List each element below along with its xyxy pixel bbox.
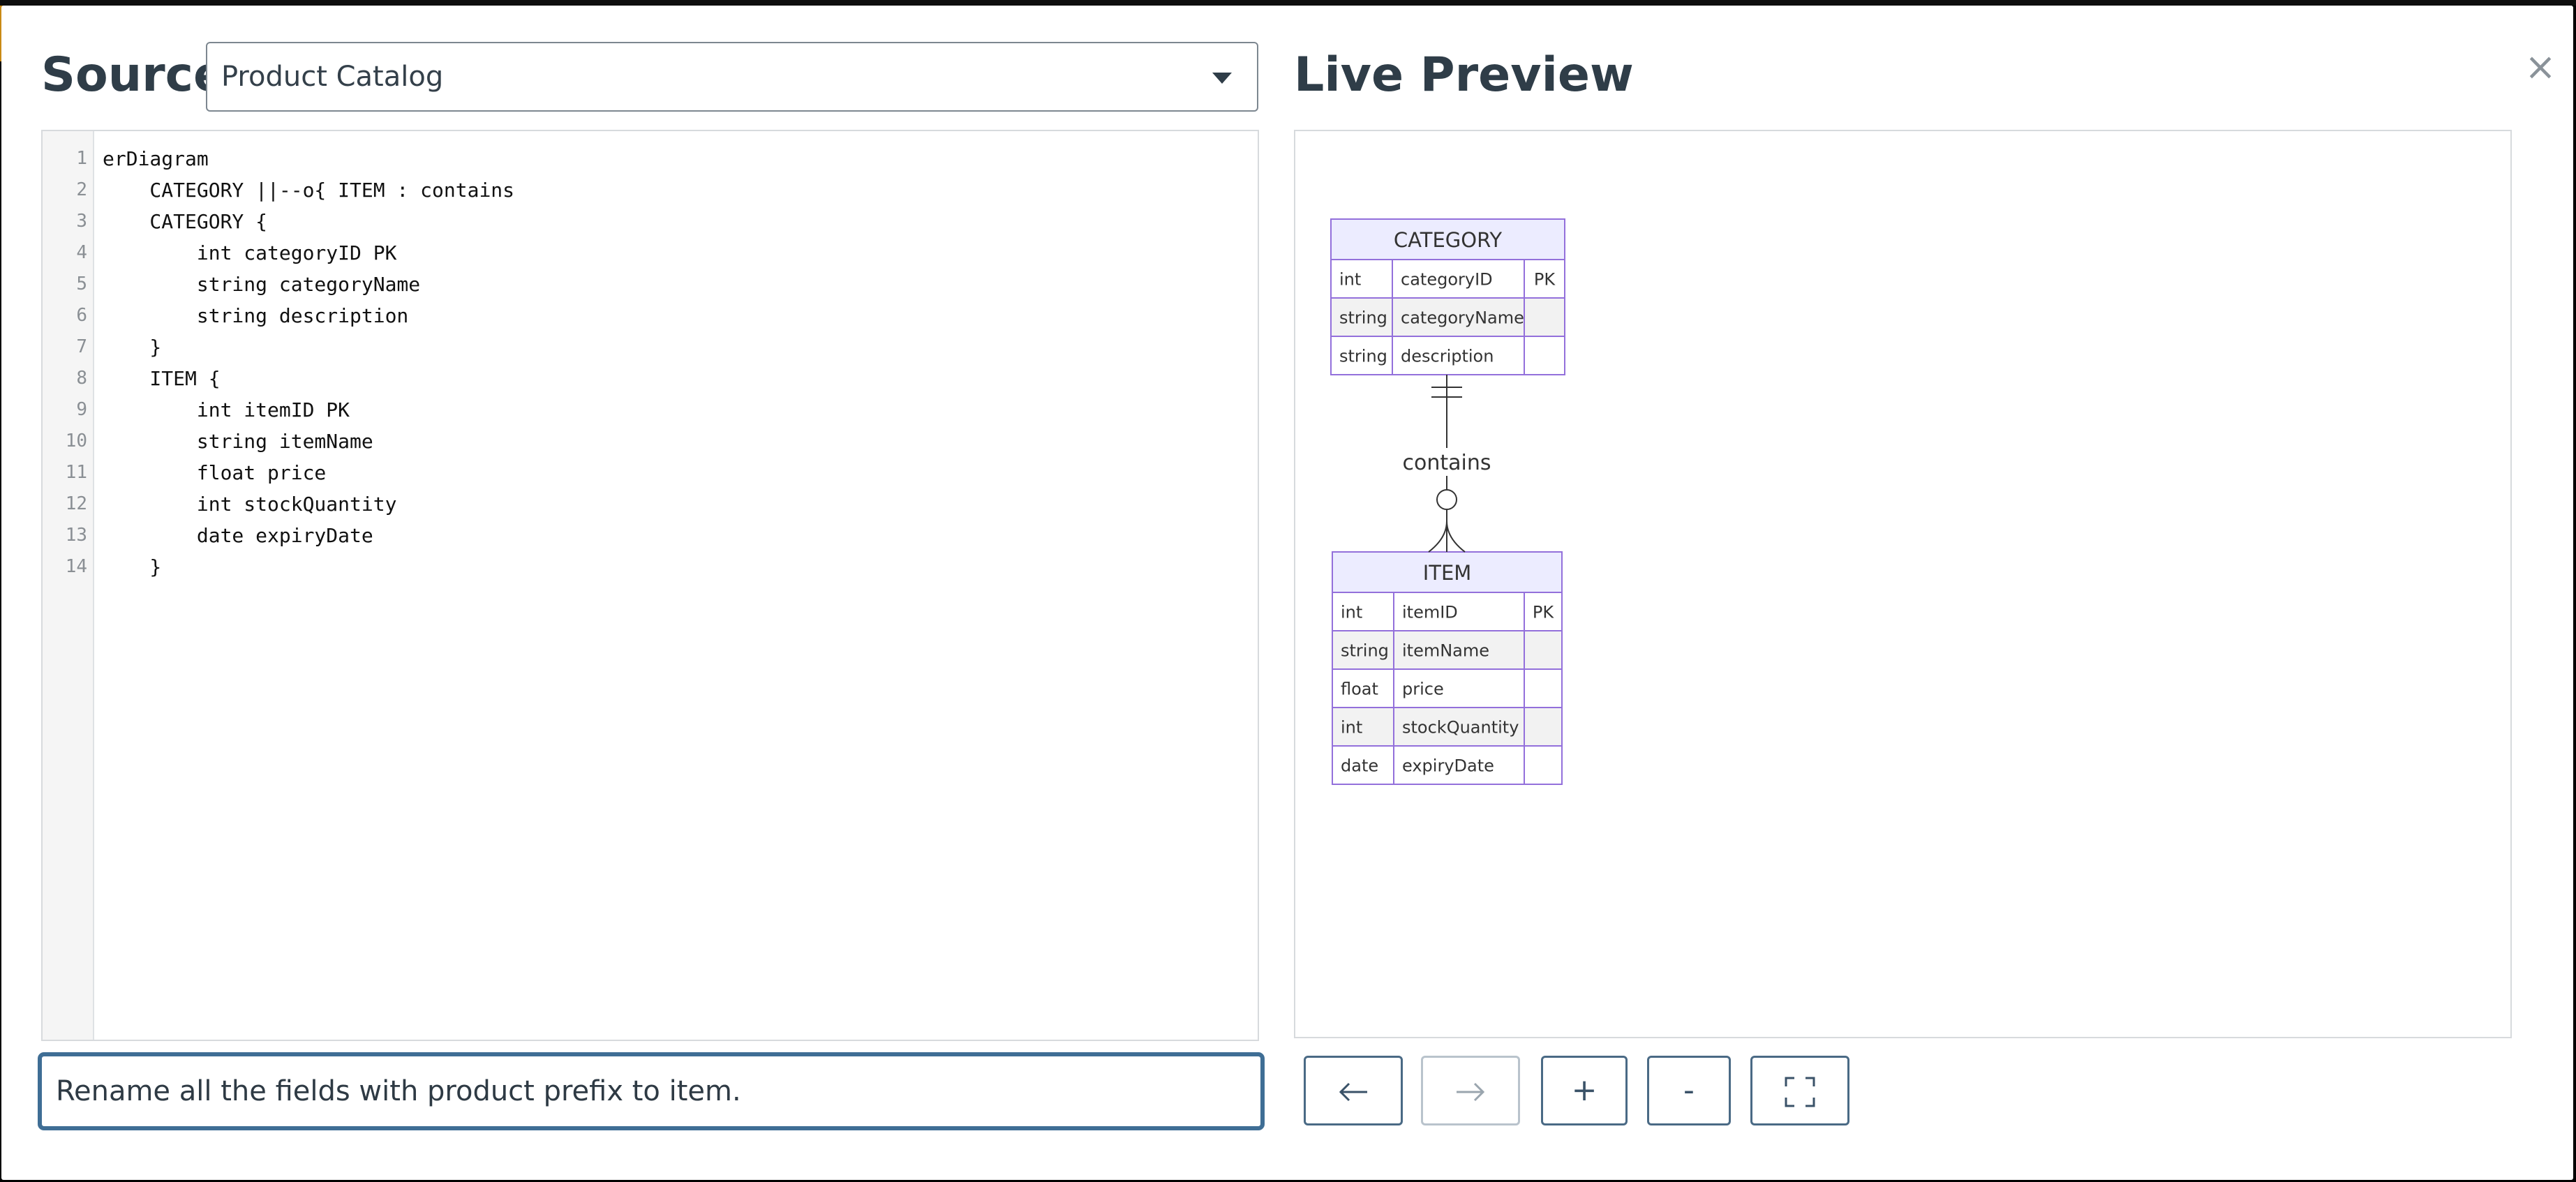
code-line[interactable]: string description <box>103 304 409 327</box>
attribute-name: description <box>1401 347 1494 366</box>
fullscreen-icon <box>1785 1077 1815 1107</box>
attribute-name: categoryID <box>1401 270 1493 290</box>
source-title: Source <box>41 47 226 103</box>
attribute-key: PK <box>1534 270 1556 290</box>
code-line[interactable]: int stockQuantity <box>103 493 397 516</box>
attribute-cell <box>1524 297 1565 337</box>
close-button[interactable]: × <box>2524 45 2556 89</box>
zoom-in-button[interactable]: + <box>1541 1056 1628 1125</box>
attribute-name: price <box>1402 680 1444 699</box>
code-line[interactable]: string itemName <box>103 430 373 453</box>
back-button[interactable] <box>1304 1056 1403 1125</box>
cardinality-zero-circle <box>1436 489 1457 510</box>
code-line[interactable]: date expiryDate <box>103 524 373 547</box>
attribute-type: string <box>1339 347 1387 366</box>
diagram-preview[interactable]: CATEGORY int categoryID PK string categoryNam… <box>1294 130 2512 1038</box>
attribute-cell <box>1393 592 1525 631</box>
line-number: 8 <box>76 368 87 389</box>
line-number: 9 <box>76 399 87 420</box>
cardinality-many-crowfoot <box>1428 521 1466 553</box>
attribute-cell <box>1524 630 1563 670</box>
code-line[interactable]: int itemID PK <box>103 398 350 421</box>
diagram-select-value: Product Catalog <box>221 61 444 93</box>
attribute-cell <box>1524 336 1565 375</box>
caret-down-icon <box>1212 73 1232 84</box>
arrow-right-icon <box>1457 1082 1485 1102</box>
attribute-cell <box>1524 668 1563 708</box>
attribute-name: itemID <box>1402 603 1458 622</box>
forward-button[interactable] <box>1421 1056 1520 1125</box>
relationship-label: contains <box>1403 451 1491 475</box>
code-line[interactable]: string categoryName <box>103 273 421 296</box>
attribute-type: float <box>1341 680 1378 699</box>
code-line[interactable]: CATEGORY ||--o{ ITEM : contains <box>103 179 515 202</box>
attribute-cell <box>1393 745 1525 785</box>
backdrop <box>0 0 2576 6</box>
code-line[interactable]: float price <box>103 461 327 484</box>
zoom-out-button[interactable]: - <box>1647 1056 1731 1125</box>
attribute-type: date <box>1341 756 1378 776</box>
attribute-type: int <box>1341 603 1362 622</box>
code-line[interactable]: erDiagram <box>103 147 209 170</box>
attribute-cell <box>1524 259 1565 299</box>
attribute-cell <box>1524 707 1563 747</box>
attribute-cell <box>1524 592 1563 631</box>
line-number: 14 <box>65 556 87 577</box>
attribute-name: categoryName <box>1401 308 1524 328</box>
fullscreen-button[interactable] <box>1750 1056 1849 1125</box>
line-number: 7 <box>76 336 87 357</box>
attribute-cell <box>1392 336 1525 375</box>
attribute-type: string <box>1339 308 1387 328</box>
attribute-type: int <box>1339 270 1361 290</box>
er-diagram: CATEGORY int categoryID PK string categoryNam… <box>1330 218 1565 785</box>
attribute-key: PK <box>1533 603 1554 622</box>
relationship-label-bg <box>1406 448 1487 476</box>
line-number: 10 <box>65 431 87 451</box>
entity-header <box>1330 218 1565 260</box>
attribute-name: expiryDate <box>1402 756 1494 776</box>
entity-name: CATEGORY <box>1394 228 1502 252</box>
line-number: 2 <box>76 179 87 200</box>
line-number: 5 <box>76 274 87 294</box>
code-line[interactable]: } <box>103 555 162 578</box>
attribute-cell <box>1524 745 1563 785</box>
line-number: 4 <box>76 242 87 263</box>
attribute-type: string <box>1341 641 1389 661</box>
code-line[interactable]: int categoryID PK <box>103 241 397 264</box>
prompt-input[interactable] <box>38 1052 1265 1130</box>
arrow-left-icon <box>1339 1082 1367 1102</box>
diagram-select[interactable]: Product Catalog <box>206 42 1258 112</box>
attribute-name: itemName <box>1402 641 1489 661</box>
line-number: 6 <box>76 305 87 326</box>
code-line[interactable]: ITEM { <box>103 367 221 390</box>
code-line[interactable]: CATEGORY { <box>103 210 268 233</box>
line-number: 3 <box>76 211 87 232</box>
attribute-cell <box>1392 259 1525 299</box>
attribute-cell <box>1332 630 1394 670</box>
attribute-cell <box>1393 668 1525 708</box>
live-preview-title: Live Preview <box>1294 47 1634 103</box>
line-number: 13 <box>65 525 87 546</box>
line-number: 12 <box>65 493 87 514</box>
line-number: 11 <box>65 462 87 483</box>
code-line[interactable]: } <box>103 336 162 359</box>
line-number: 1 <box>76 148 87 169</box>
attribute-cell <box>1330 336 1393 375</box>
attribute-name: stockQuantity <box>1402 718 1519 738</box>
attribute-type: int <box>1341 718 1362 738</box>
entity-name: ITEM <box>1423 561 1472 585</box>
